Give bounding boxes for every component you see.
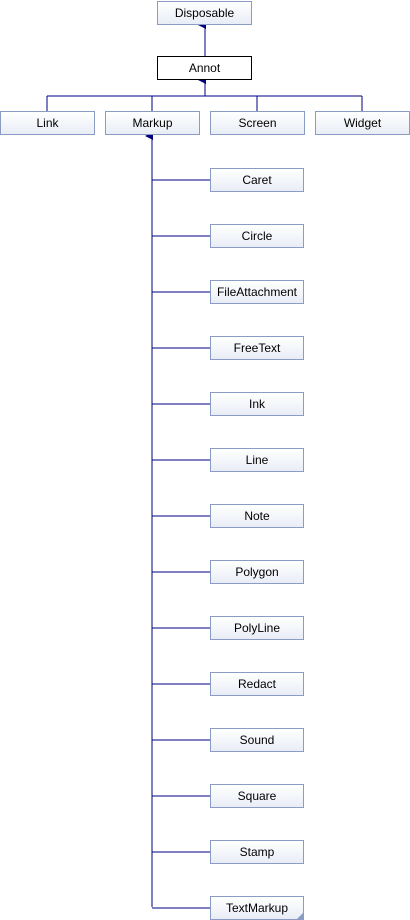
class-node-screen[interactable]: Screen [210,111,305,135]
class-node-freetext[interactable]: FreeText [210,336,304,360]
class-node-markup[interactable]: Markup [105,111,200,135]
class-node-widget[interactable]: Widget [315,111,410,135]
class-node-ink[interactable]: Ink [210,392,304,416]
class-node-link[interactable]: Link [0,111,95,135]
markup-children-edges [152,179,210,909]
class-node-caret[interactable]: Caret [210,168,304,192]
class-node-textmarkup[interactable]: TextMarkup [210,896,304,920]
class-node-line[interactable]: Line [210,448,304,472]
more-subclasses-corner-icon [297,913,303,919]
class-node-polyline[interactable]: PolyLine [210,616,304,640]
class-node-redact[interactable]: Redact [210,672,304,696]
class-node-sound[interactable]: Sound [210,728,304,752]
class-node-fileattachment[interactable]: FileAttachment [210,280,304,304]
class-node-disposable[interactable]: Disposable [157,1,252,25]
class-node-polygon[interactable]: Polygon [210,560,304,584]
class-node-stamp[interactable]: Stamp [210,840,304,864]
class-node-circle[interactable]: Circle [210,224,304,248]
class-node-note[interactable]: Note [210,504,304,528]
class-node-square[interactable]: Square [210,784,304,808]
class-node-annot[interactable]: Annot [157,56,252,80]
